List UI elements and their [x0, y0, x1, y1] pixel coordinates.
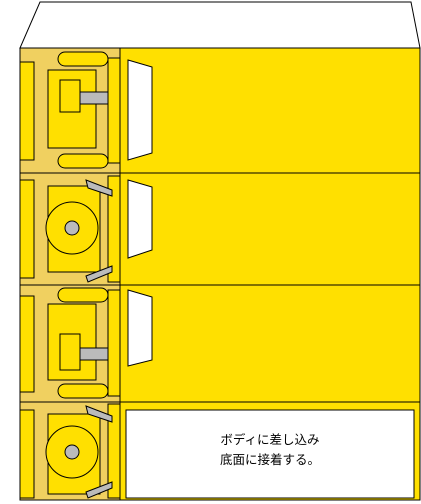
module-3-rod: [79, 347, 109, 361]
module-1-hinge-top-tab: [57, 51, 109, 67]
module-3-left-rail: [19, 295, 35, 393]
module-3-hinge-top-tab: [57, 287, 109, 303]
module-4-arm-bottom: [85, 481, 113, 499]
module-3-right-rail: [107, 289, 121, 397]
module-2-arm-top: [85, 179, 113, 197]
module-1-left-rail: [19, 61, 35, 161]
module-2-wheel: [19, 172, 421, 286]
instruction-box: [125, 409, 415, 499]
module-2-left-rail: [19, 179, 35, 279]
module-2-wedge-cutout: [127, 179, 153, 259]
module-3-hinge-bottom-tab: [57, 383, 109, 399]
module-2-axle: [64, 220, 80, 236]
module-2-right-rail: [107, 175, 121, 283]
module-4-right-rail: [107, 403, 121, 499]
module-1-wedge-cutout: [127, 59, 153, 161]
module-4-wheel: ボディに差し込み 底面に接着する。: [19, 401, 421, 501]
module-2-panel: [119, 172, 421, 286]
module-2-arm-bottom: [85, 265, 113, 283]
instruction-line-1: ボディに差し込み: [220, 432, 319, 447]
module-1-rod: [79, 91, 109, 105]
instruction-line-2: 底面に接着する。: [220, 452, 320, 467]
module-1-right-rail: [107, 57, 121, 164]
module-1-hinge: [19, 47, 421, 174]
module-3-panel: [119, 284, 421, 403]
module-3-bracket: [59, 333, 81, 371]
module-3-hinge: [19, 284, 421, 403]
module-4-left-rail: [19, 409, 35, 499]
module-1-bracket: [59, 79, 81, 113]
module-4-axle: [64, 444, 80, 460]
module-1-hinge-bottom-tab: [57, 153, 109, 169]
module-4-arm-top: [85, 405, 113, 423]
module-3-wedge-cutout: [127, 289, 153, 367]
top-flap: [19, 1, 421, 49]
module-1-panel: [119, 47, 421, 174]
